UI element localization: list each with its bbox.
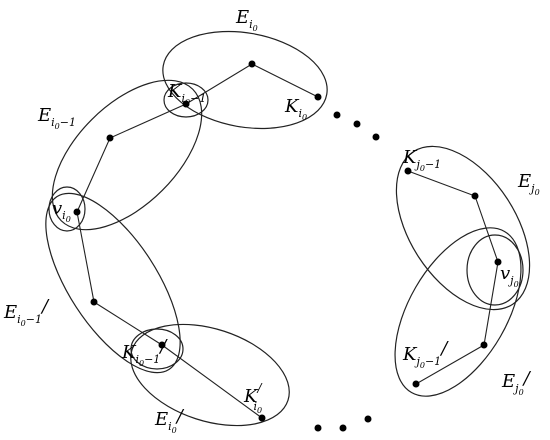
label-K-i0-1-prime: Ki0−1/ [121,336,168,368]
label-E-i0-1-prime: Ei0−1/ [3,296,50,328]
ellipse-E-i0-prime [130,323,290,427]
label-K-j0-1-prime: Kj0−1/ [402,338,449,370]
path-upper-left [76,63,319,419]
vertex-K-j0-1 [404,167,412,175]
vertex [90,298,98,306]
vertex-K-i0-1-prime [158,341,166,349]
ellipse-K-i0-1 [163,82,209,118]
vertex-K-i0-prime [258,414,266,422]
ellipse-E-i0-1 [51,79,203,231]
vertex-v-i0 [73,208,81,216]
ellipse-K-i0-1-prime [130,328,184,370]
label-K-i0: Ki0 [284,96,307,122]
vertex [412,380,420,388]
label-v-i0: vi0 [52,198,71,224]
label-E-i0-prime: Ei0/ [154,406,185,435]
ellipsis-dot [333,111,341,119]
label-K-i0-prime: K/i0 [243,381,263,415]
ellipse-v-i0 [48,186,86,232]
ellipsis-dot [314,424,322,432]
ellipse-v-j0 [466,234,524,306]
ellipse-E-i0-1-prime [45,192,181,374]
ellipsis-dot [364,415,372,423]
vertex-v-j0 [494,258,502,266]
vertex-K-j0-1-prime [480,341,488,349]
vertex [106,134,114,142]
vertex-K-i0-1 [182,100,190,108]
ellipse-E-j0-prime [394,227,522,397]
label-E-j0: Ej0 [517,171,540,197]
label-E-i0-1: Ei0−1 [37,105,76,131]
vertex [471,192,479,200]
label-K-j0-1: Kj0−1 [402,147,441,173]
label-K-i0-1: Ki0−1 [167,81,206,107]
ellipsis-dot [372,133,380,141]
label-E-j0-prime: Ej0/ [501,368,532,397]
label-E-i0: Ei0 [235,7,258,33]
vertex-K-i0 [314,93,322,101]
ellipsis-dot [353,120,361,128]
label-v-j0: vj0 [500,263,519,289]
vertex [248,60,256,68]
ellipse-E-j0 [395,145,531,311]
ellipse-E-i0 [162,30,328,130]
ellipsis-dot [339,424,347,432]
